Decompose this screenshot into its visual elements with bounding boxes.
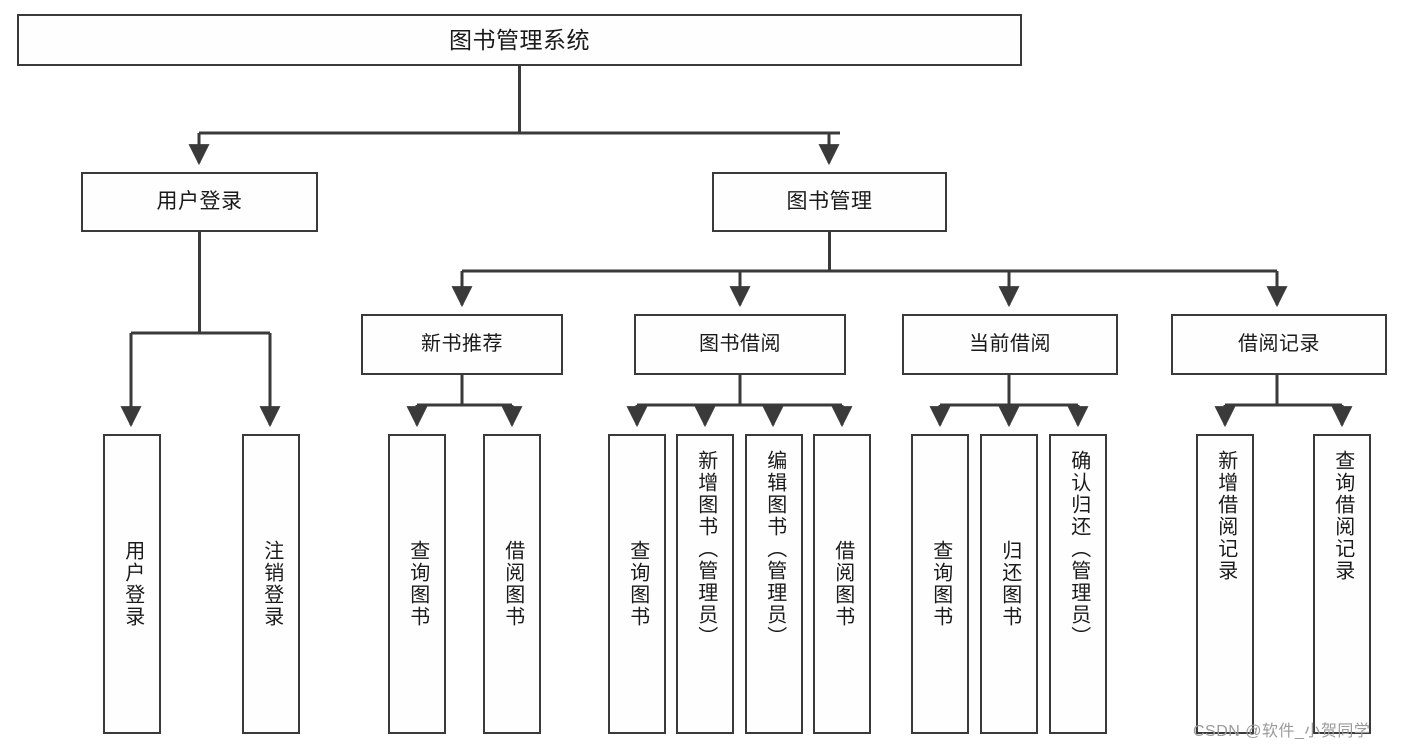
- leaf-borrow-edit-book-admin[interactable]: 编辑图书（管理员）: [745, 434, 803, 734]
- leaf-record-add-record-label: 新增借阅记录: [1214, 450, 1237, 582]
- node-book-management-label: 图书管理: [786, 189, 873, 213]
- leaf-current-query-book[interactable]: 查询图书: [911, 434, 969, 734]
- leaf-record-query-record[interactable]: 查询借阅记录: [1313, 434, 1371, 734]
- csdn-watermark: CSDN @软件_小贺同学: [1193, 723, 1371, 740]
- leaf-current-return-book-label: 归还图书: [998, 540, 1021, 628]
- node-borrow-record-label: 借阅记录: [1238, 332, 1320, 355]
- leaf-recommend-borrow-book-label: 借阅图书: [501, 540, 524, 628]
- leaf-user-logout[interactable]: 注销登录: [242, 434, 300, 734]
- leaf-record-add-record[interactable]: 新增借阅记录: [1196, 434, 1254, 734]
- leaf-user-login-label: 用户登录: [121, 540, 144, 628]
- leaf-current-return-book[interactable]: 归还图书: [980, 434, 1038, 734]
- leaf-user-login[interactable]: 用户登录: [103, 434, 161, 734]
- leaf-borrow-borrow-book-label: 借阅图书: [831, 540, 854, 628]
- node-current-borrow-label: 当前借阅: [969, 332, 1051, 355]
- node-user-login[interactable]: 用户登录: [81, 172, 318, 232]
- node-book-borrow-label: 图书借阅: [699, 332, 781, 355]
- node-borrow-record[interactable]: 借阅记录: [1171, 314, 1387, 375]
- node-current-borrow[interactable]: 当前借阅: [902, 314, 1118, 375]
- leaf-borrow-add-book-admin-label: 新增图书（管理员）: [694, 450, 717, 648]
- leaf-current-confirm-return-admin[interactable]: 确认归还（管理员）: [1049, 434, 1107, 734]
- node-root[interactable]: 图书管理系统: [17, 14, 1022, 66]
- node-user-login-label: 用户登录: [156, 189, 243, 213]
- leaf-borrow-borrow-book[interactable]: 借阅图书: [813, 434, 871, 734]
- node-new-book-recommend-label: 新书推荐: [421, 332, 503, 355]
- leaf-borrow-query-book-label: 查询图书: [626, 540, 649, 628]
- leaf-current-query-book-label: 查询图书: [929, 540, 952, 628]
- leaf-borrow-query-book[interactable]: 查询图书: [608, 434, 666, 734]
- leaf-user-logout-label: 注销登录: [260, 540, 283, 628]
- leaf-record-query-record-label: 查询借阅记录: [1331, 450, 1354, 582]
- leaf-borrow-add-book-admin[interactable]: 新增图书（管理员）: [676, 434, 734, 734]
- leaf-recommend-query-book-label: 查询图书: [406, 540, 429, 628]
- leaf-current-confirm-return-admin-label: 确认归还（管理员）: [1067, 450, 1090, 648]
- node-book-management[interactable]: 图书管理: [712, 172, 947, 232]
- leaf-recommend-borrow-book[interactable]: 借阅图书: [483, 434, 541, 734]
- node-root-label: 图书管理系统: [449, 26, 590, 53]
- node-new-book-recommend[interactable]: 新书推荐: [361, 314, 563, 375]
- leaf-borrow-edit-book-admin-label: 编辑图书（管理员）: [763, 450, 786, 648]
- leaf-recommend-query-book[interactable]: 查询图书: [388, 434, 446, 734]
- node-book-borrow[interactable]: 图书借阅: [634, 314, 846, 375]
